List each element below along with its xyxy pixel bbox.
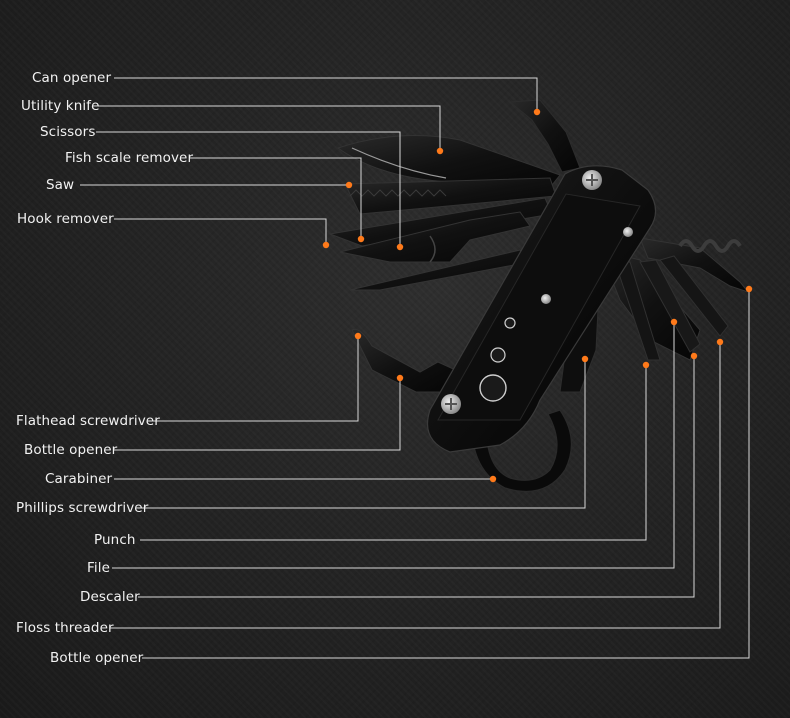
label-fish-scale-remover: Fish scale remover bbox=[65, 150, 194, 166]
label-can-opener: Can opener bbox=[32, 70, 112, 86]
carabiner-loop bbox=[471, 409, 573, 492]
leader-file bbox=[112, 322, 675, 569]
marker-can-opener bbox=[533, 108, 541, 116]
label-scissors: Scissors bbox=[40, 124, 96, 140]
marker-saw bbox=[345, 181, 353, 189]
marker-hook-remover bbox=[322, 241, 330, 249]
marker-fish-scale-remover bbox=[357, 235, 365, 243]
utility-knife-blade bbox=[336, 135, 561, 191]
label-file: File bbox=[87, 560, 110, 576]
marker-utility-knife bbox=[436, 147, 444, 155]
label-floss-threader: Floss threader bbox=[16, 620, 114, 636]
marker-phillips-screwdriver bbox=[581, 355, 589, 363]
label-bottle-opener-left: Bottle opener bbox=[24, 442, 118, 458]
marker-carabiner bbox=[489, 475, 497, 483]
leader-hook-remover bbox=[114, 218, 327, 245]
marker-bottle-opener-right bbox=[745, 285, 753, 293]
leader-fish-scale-remover bbox=[190, 157, 362, 239]
marker-file bbox=[670, 318, 678, 326]
leader-bottle-opener-right bbox=[142, 289, 750, 659]
leader-descaler bbox=[138, 356, 695, 598]
leader-phillips-screwdriver bbox=[138, 359, 586, 509]
marker-punch bbox=[642, 361, 650, 369]
scissors-tool bbox=[339, 211, 531, 263]
label-phillips-screwdriver: Phillips screwdriver bbox=[16, 500, 149, 516]
marker-bottle-opener-left bbox=[396, 374, 404, 382]
leader-flathead-screwdriver bbox=[148, 336, 359, 422]
corkscrew bbox=[639, 237, 750, 294]
label-descaler: Descaler bbox=[80, 589, 140, 605]
label-hook-remover: Hook remover bbox=[17, 211, 114, 227]
leader-bottle-opener-left bbox=[114, 378, 401, 451]
marker-descaler bbox=[690, 352, 698, 360]
marker-floss-threader bbox=[716, 338, 724, 346]
leader-punch bbox=[140, 365, 647, 541]
label-carabiner: Carabiner bbox=[45, 471, 113, 487]
label-utility-knife: Utility knife bbox=[21, 98, 100, 114]
leader-can-opener bbox=[114, 77, 538, 112]
leader-utility-knife bbox=[98, 105, 441, 151]
marker-scissors bbox=[396, 243, 404, 251]
label-punch: Punch bbox=[94, 532, 136, 548]
leader-floss-threader bbox=[110, 342, 721, 629]
leader-scissors bbox=[96, 131, 401, 247]
can-opener-tool bbox=[508, 99, 581, 173]
label-flathead-screwdriver: Flathead screwdriver bbox=[16, 413, 160, 429]
label-saw: Saw bbox=[46, 177, 75, 193]
marker-flathead-screwdriver bbox=[354, 332, 362, 340]
label-bottle-opener-right: Bottle opener bbox=[50, 650, 144, 666]
